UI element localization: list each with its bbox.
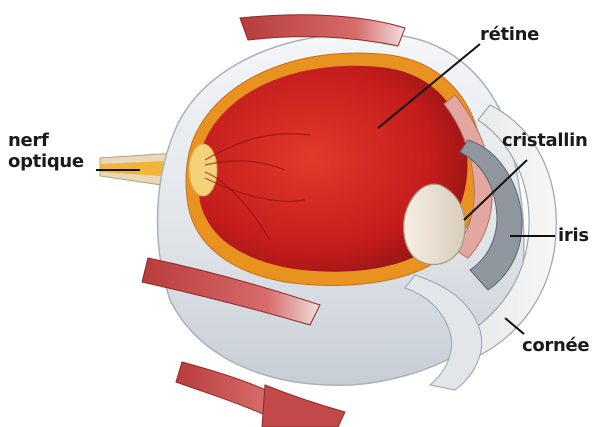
optic-nerve-label-line1: nerf: [8, 130, 84, 151]
cornea-label: cornée: [522, 335, 589, 356]
optic-nerve-label: nerf optique: [8, 130, 84, 172]
iris-label: iris: [558, 225, 589, 246]
retina-label: rétine: [480, 24, 539, 45]
optic-nerve-label-line2: optique: [8, 151, 84, 172]
optic-disc: [189, 144, 217, 196]
lens-label: cristallin: [502, 130, 588, 151]
